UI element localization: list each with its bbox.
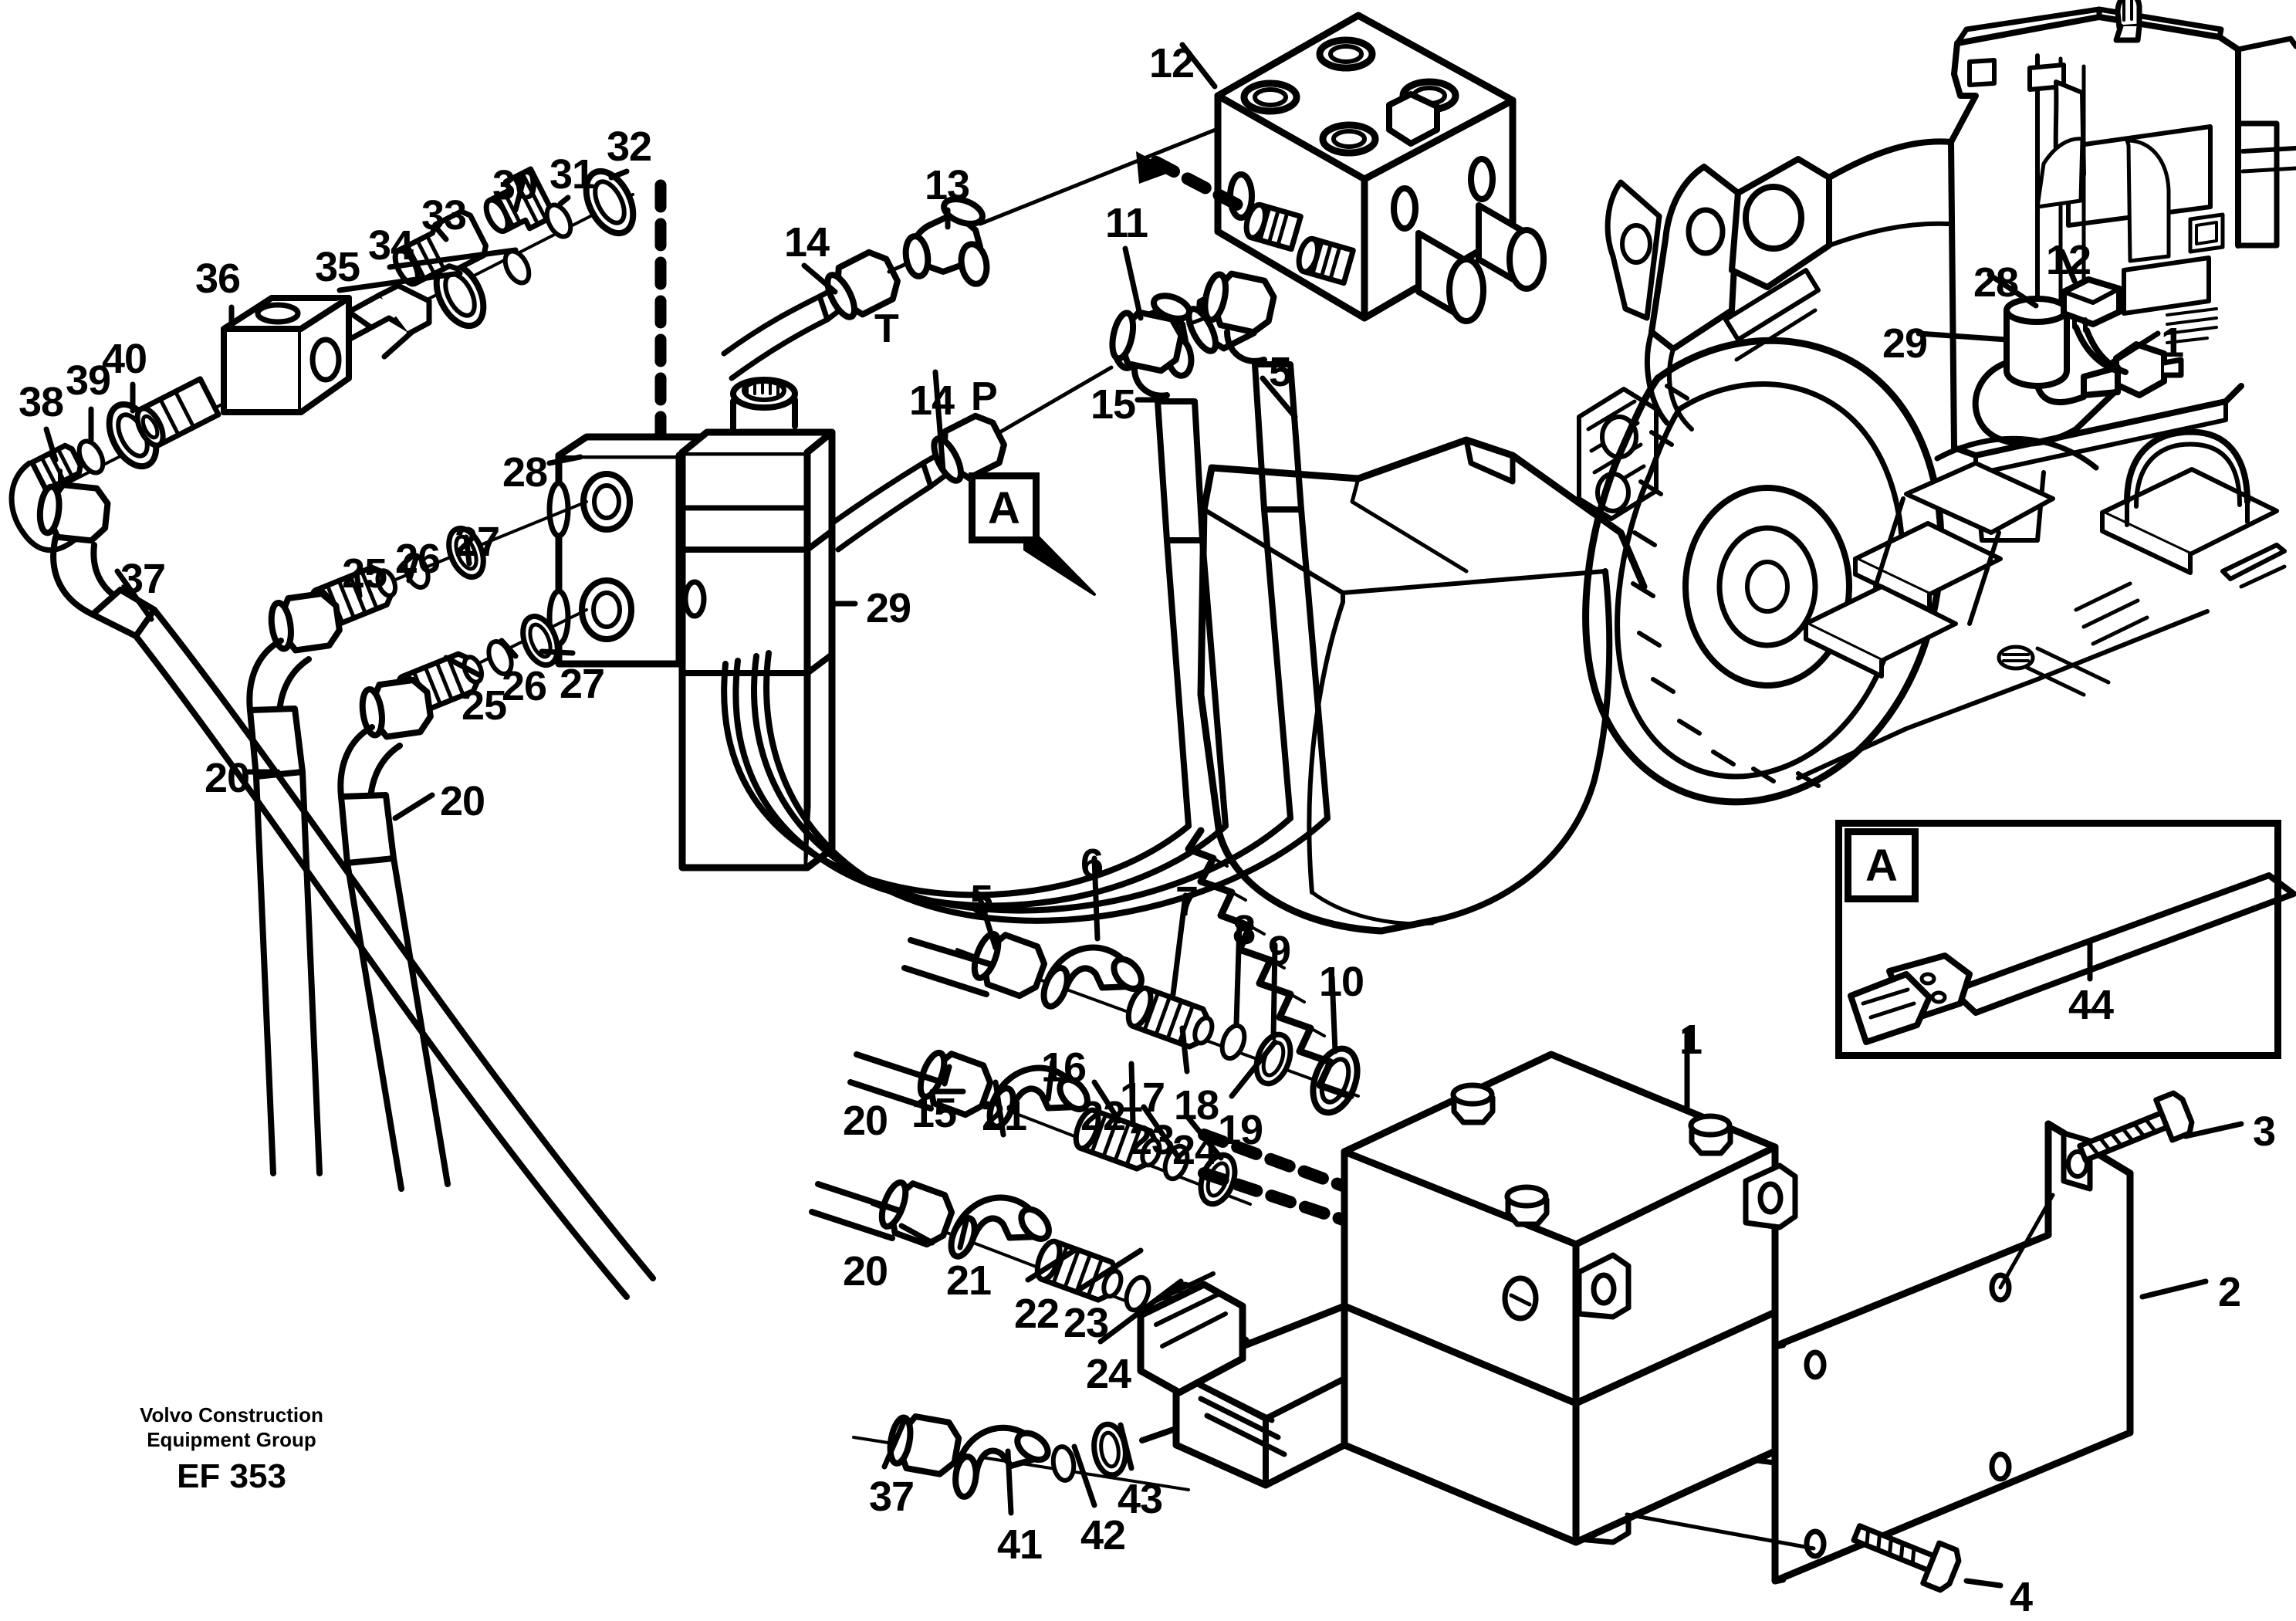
callout-number: 39	[66, 357, 111, 404]
callout-number: 36	[195, 256, 241, 302]
detail-a-inset-letter-box: A	[1845, 828, 1919, 902]
callout-number: 23	[1129, 1117, 1175, 1163]
callout-number: 21	[982, 1093, 1027, 1139]
callout-number: 43	[1118, 1476, 1163, 1522]
callout-number: 34	[368, 222, 414, 269]
callout-number: 20	[843, 1248, 888, 1294]
callout-number: 41	[997, 1521, 1043, 1568]
callout-number: 24	[1172, 1127, 1218, 1173]
callout-number: 15	[1091, 381, 1136, 428]
callout-number: 6	[1080, 841, 1104, 887]
detail-a-inset-letter: A	[1865, 840, 1898, 891]
callout-number: 25	[342, 550, 387, 597]
callout-number: 26	[502, 663, 547, 709]
callout-number: 19	[1218, 1107, 1263, 1153]
callout-number: 3	[2253, 1108, 2276, 1155]
callout-number: 31	[549, 151, 595, 198]
callout-number: 8	[1233, 907, 1256, 953]
port-label: T	[874, 306, 899, 351]
callout-number: 13	[925, 162, 970, 208]
callout-number: 26	[395, 536, 441, 582]
callout-number: 1	[1679, 1017, 1703, 1063]
callout-number: 25	[462, 682, 507, 729]
callout-number: 37	[869, 1474, 915, 1520]
callout-number: 33	[421, 192, 467, 239]
callout-number: 11	[1105, 200, 1148, 246]
callout-number: 21	[946, 1257, 992, 1304]
callout-number: 38	[19, 379, 64, 425]
callout-number: 5	[1269, 349, 1292, 395]
callout-number: 17	[1120, 1074, 1165, 1121]
callout-number: 12	[1149, 40, 1195, 86]
callout-number: 10	[1319, 959, 1364, 1005]
callout-number: 29	[866, 585, 911, 631]
callout-number: 37	[120, 556, 166, 602]
detail-a-callout-box: A	[969, 472, 1040, 543]
callout-number: 23	[1063, 1300, 1109, 1346]
callout-number: 28	[1973, 259, 2019, 306]
detail-a-inset-frame	[1835, 820, 2281, 1059]
callout-number: 30	[492, 162, 538, 208]
callout-number: 14	[909, 377, 955, 424]
callout-number: 7	[1175, 878, 1199, 925]
callout-number: 42	[1080, 1512, 1126, 1558]
callout-number: 20	[843, 1098, 888, 1144]
callout-number: 20	[205, 755, 250, 801]
callout-number: 15	[911, 1090, 957, 1136]
callout-number: 4	[2010, 1574, 2033, 1620]
callout-number: 44	[2068, 982, 2114, 1028]
drawing-code: EF 353	[177, 1457, 286, 1496]
callout-number: 1	[2161, 320, 2184, 366]
callout-number: 27	[560, 661, 605, 707]
callout-number: 18	[1174, 1082, 1219, 1129]
footer-line-2: Equipment Group	[147, 1427, 316, 1451]
port-label: P	[971, 374, 998, 419]
callout-number: 12	[2046, 237, 2091, 283]
callout-number: 27	[455, 519, 500, 565]
callout-number: 24	[1086, 1351, 1131, 1397]
callout-number: 29	[1882, 320, 1928, 367]
detail-a-callout-letter: A	[988, 482, 1020, 533]
callout-number: 20	[440, 778, 485, 824]
footer-block: Volvo Construction Equipment Group EF 35…	[116, 1403, 347, 1497]
callout-number: 28	[502, 449, 548, 496]
callout-number: 40	[102, 336, 147, 382]
callout-number: 22	[1014, 1291, 1060, 1337]
callout-number: 2	[2218, 1269, 2241, 1315]
callout-number: 35	[315, 244, 360, 290]
callout-number: 32	[607, 124, 652, 170]
footer-line-1: Volvo Construction	[140, 1403, 323, 1426]
callout-number: 16	[1041, 1044, 1087, 1091]
callout-number: 5	[970, 877, 993, 923]
callout-number: 14	[784, 219, 830, 266]
callout-number: 22	[1080, 1093, 1126, 1139]
callout-number: 9	[1268, 928, 1291, 974]
